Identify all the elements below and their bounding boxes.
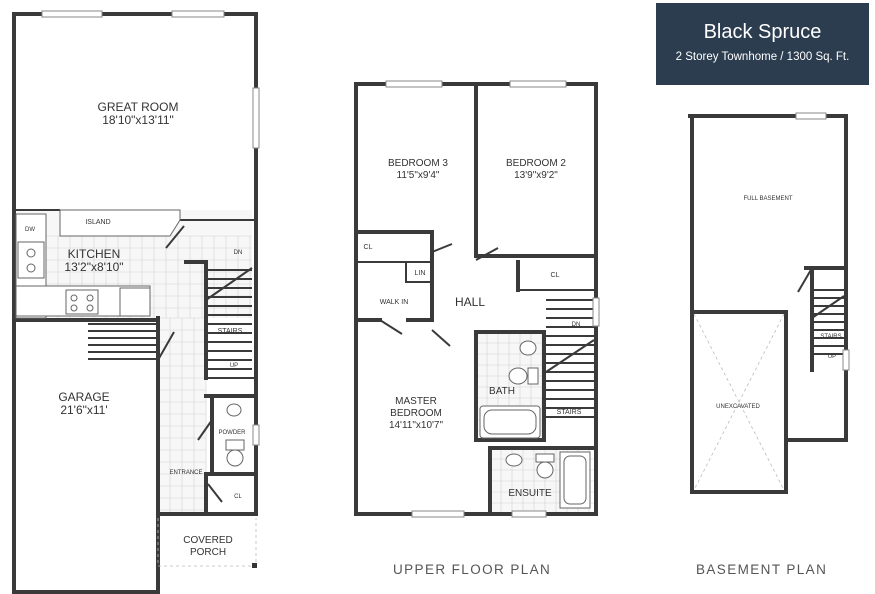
closet-label: CL — [234, 494, 242, 500]
plan-title-box: Black Spruce 2 Storey Townhome / 1300 Sq… — [656, 3, 869, 85]
unexcavated-label: UNEXCAVATED — [716, 404, 760, 410]
basement-plan: FULL BASEMENT UNEXCAVATED STAIRS UP — [688, 112, 850, 494]
basement-caption: BASEMENT PLAN — [696, 562, 828, 577]
garage-label: GARAGE — [58, 390, 109, 404]
dw-label: DW — [25, 227, 35, 233]
powder-label: POWDER — [219, 430, 247, 436]
full-basement-label: FULL BASEMENT — [743, 196, 792, 202]
garage-size: 21'6"x11' — [60, 403, 107, 417]
master-label-line2: BEDROOM — [390, 408, 442, 419]
bedroom2-label: BEDROOM 2 — [506, 158, 566, 169]
ensuite-label: ENSUITE — [508, 488, 552, 499]
closet-left-label: CL — [364, 244, 373, 251]
porch-label-line1: COVERED — [183, 535, 232, 546]
bedroom3-size: 11'5"x9'4" — [397, 170, 440, 181]
great-room-size: 18'10"x13'11" — [102, 113, 174, 127]
porch-label-line2: PORCH — [190, 547, 226, 558]
upper-floor-plan: BEDROOM 3 11'5"x9'4" BEDROOM 2 13'9"x9'2… — [354, 80, 600, 518]
bedroom3-label: BEDROOM 3 — [388, 158, 448, 169]
kitchen-size: 13'2"x8'10" — [64, 260, 123, 274]
upper-stairs-label: STAIRS — [557, 409, 582, 416]
upper-floor-caption: UPPER FLOOR PLAN — [393, 562, 552, 577]
linen-label: LIN — [415, 270, 426, 277]
walk-in-label: WALK IN — [380, 299, 409, 306]
master-label-line1: MASTER — [395, 396, 437, 407]
bath-label: BATH — [489, 386, 515, 397]
basement-stairs-label: STAIRS — [820, 334, 841, 340]
basement-stairs — [814, 289, 844, 355]
master-size: 14'11"x10'7" — [389, 420, 444, 431]
basement-up-label: UP — [828, 354, 836, 360]
main-stairs — [208, 269, 252, 370]
tile-floor — [16, 210, 252, 514]
upper-stairs — [546, 299, 594, 418]
great-room-label: GREAT ROOM — [98, 100, 179, 114]
upper-dn-label: DN — [572, 322, 581, 328]
main-dn-label: DN — [234, 250, 243, 256]
model-subtitle: 2 Storey Townhome / 1300 Sq. Ft. — [675, 51, 850, 63]
closet-right-label: CL — [551, 272, 560, 279]
entrance-label: ENTRANCE — [169, 470, 202, 476]
main-up-label: UP — [230, 363, 238, 369]
hall-label: HALL — [455, 295, 485, 309]
main-floor-plan: GREAT ROOM 18'10"x13'11" ISLAND DW KITCH… — [12, 10, 260, 594]
model-name: Black Spruce — [703, 21, 822, 43]
island-label: ISLAND — [85, 219, 110, 226]
garage-steps — [88, 323, 156, 360]
kitchen-label: KITCHEN — [68, 247, 121, 261]
main-stairs-label: STAIRS — [218, 328, 243, 335]
bedroom2-size: 13'9"x9'2" — [514, 170, 558, 181]
